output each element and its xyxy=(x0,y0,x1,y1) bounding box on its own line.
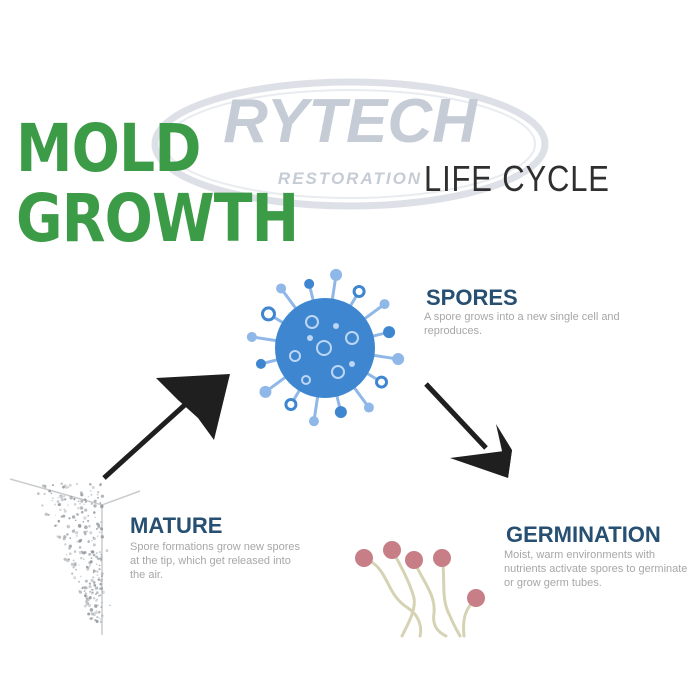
mature-title: MATURE xyxy=(130,513,223,538)
germination-description: Moist, warm environments with nutrients … xyxy=(504,549,688,589)
spore-icon xyxy=(246,268,405,427)
germination-title: GERMINATION xyxy=(506,522,661,547)
title-line-2: GROWTH xyxy=(16,180,299,257)
mature-description: Spore formations grow new spores at the … xyxy=(130,541,300,581)
watermark-tagline: RESTORATION xyxy=(278,169,422,188)
subtitle: LIFE CYCLE xyxy=(424,158,610,199)
mold-corner-icon xyxy=(10,478,141,635)
spores-description: A spore grows into a new single cell and… xyxy=(424,311,620,337)
arrow-icon xyxy=(102,374,230,480)
title-line-1: MOLD xyxy=(16,110,201,187)
germ-tube-icon xyxy=(355,541,485,638)
watermark-brand: RYTECH xyxy=(223,87,478,156)
spores-title: SPORES xyxy=(426,285,518,310)
rytech-watermark-logo: RYTECH RESTORATION xyxy=(151,78,549,210)
arrow-icon xyxy=(424,382,512,478)
